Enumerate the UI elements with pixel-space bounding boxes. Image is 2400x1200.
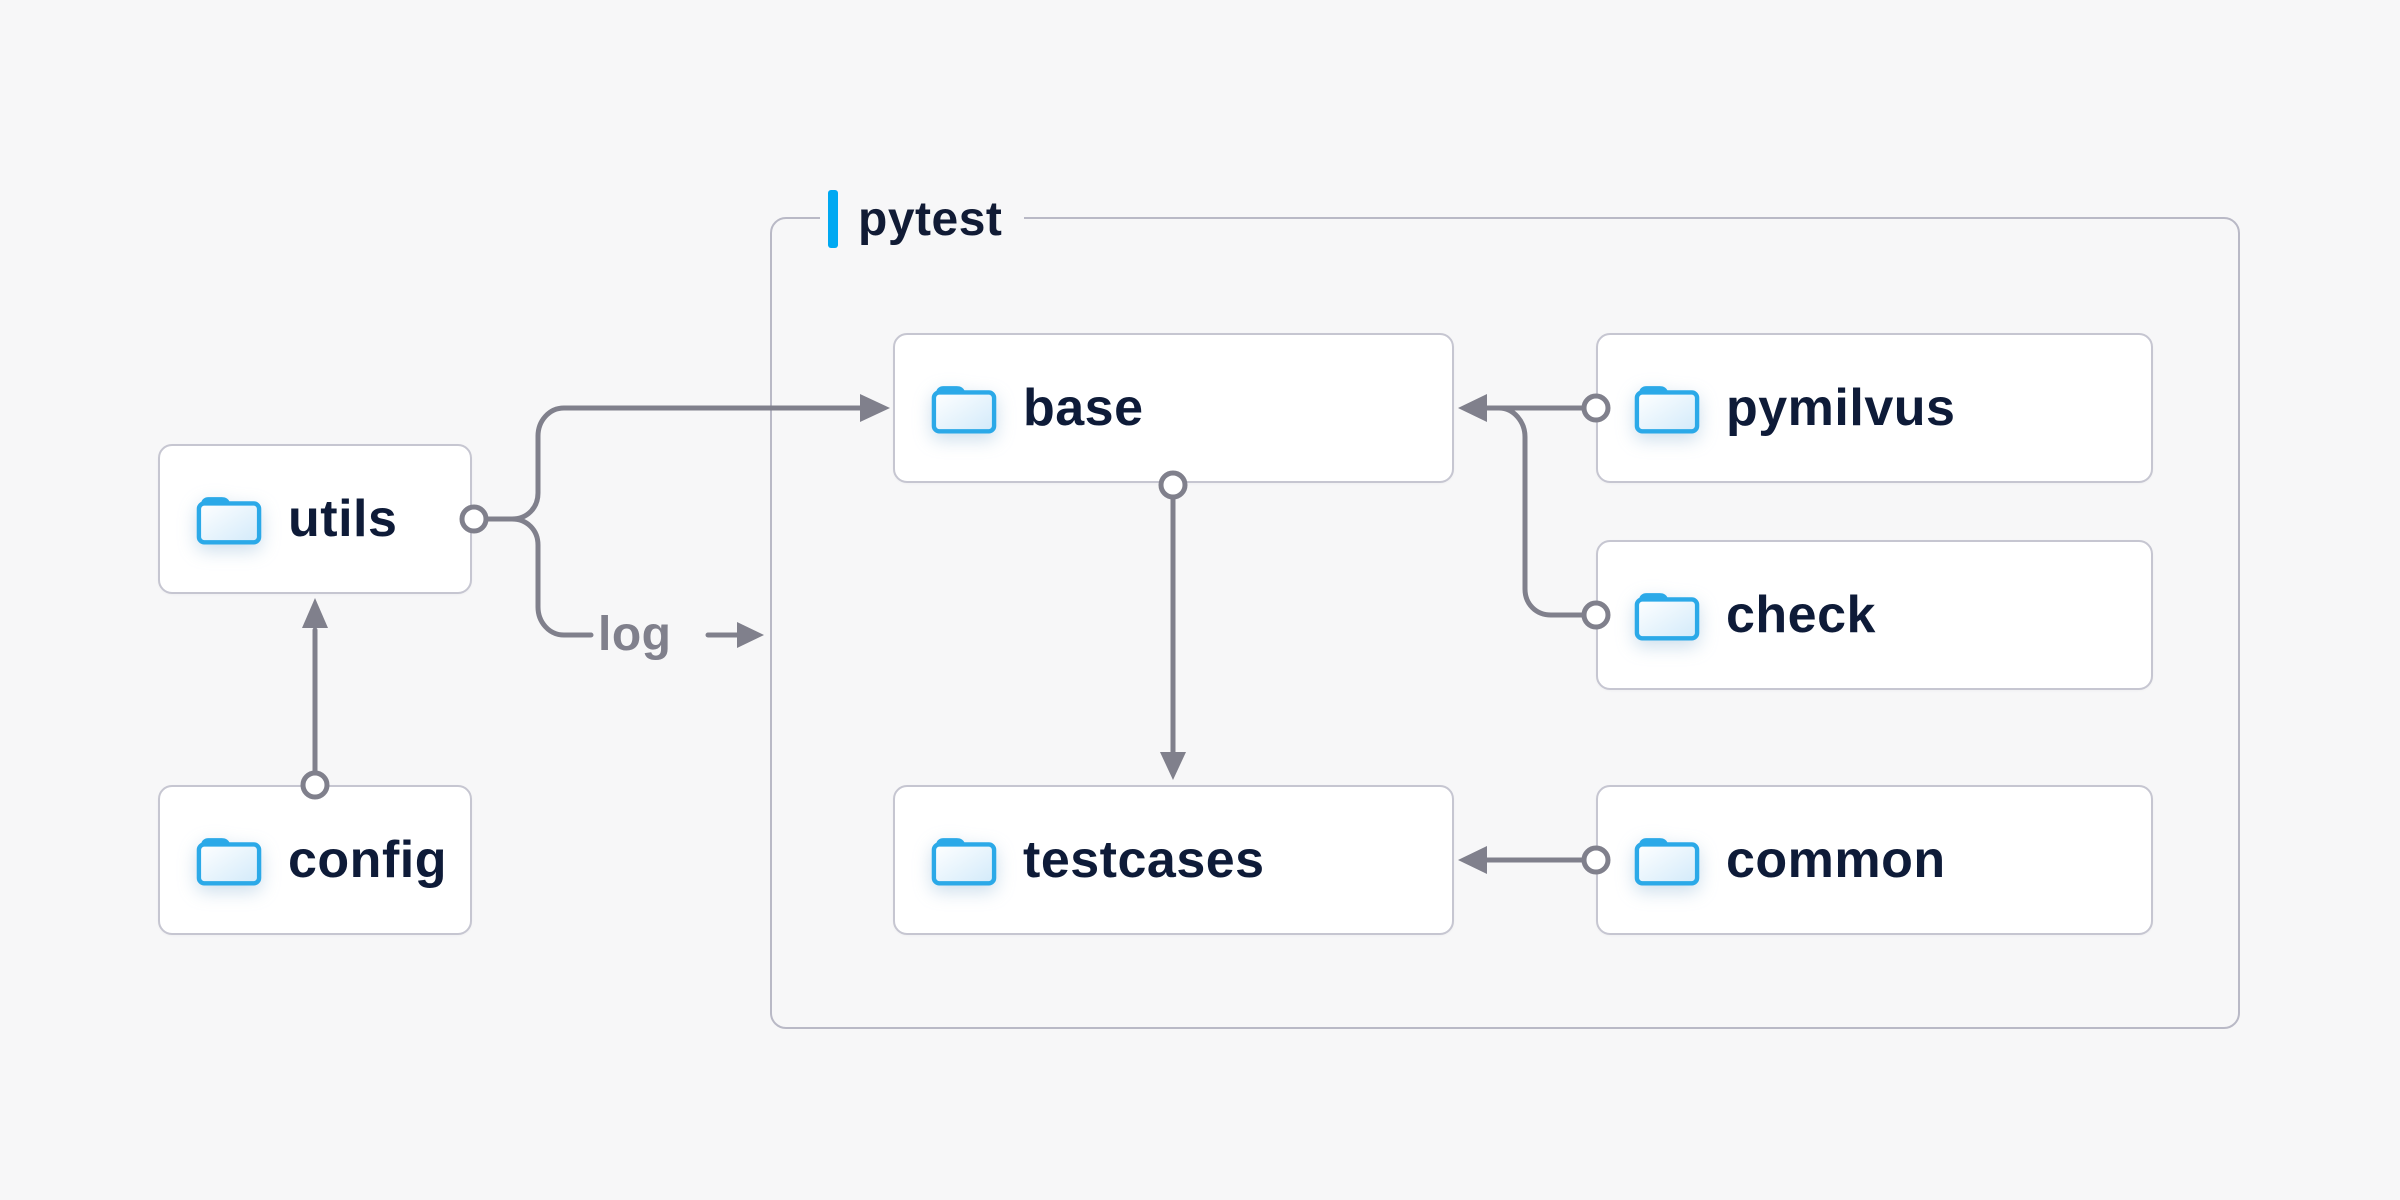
folder-icon [931, 838, 997, 886]
log-edge-label: log [598, 608, 672, 661]
edge-utils-log [484, 516, 594, 638]
folder-icon [1634, 593, 1700, 641]
accent-bar-icon [828, 190, 838, 248]
pytest-container: pytest [770, 184, 2240, 1029]
arrowhead-log [737, 622, 764, 648]
folder-icon [931, 386, 997, 434]
node-label: common [1726, 831, 1946, 889]
node-pymilvus: pymilvus [1596, 333, 2153, 483]
node-label: config [288, 831, 447, 889]
node-label: utils [288, 490, 398, 548]
node-base: base [893, 333, 1454, 483]
node-config: config [158, 785, 472, 935]
node-check: check [1596, 540, 2153, 690]
pytest-label-text: pytest [858, 192, 1003, 246]
node-common: common [1596, 785, 2153, 935]
folder-icon [1634, 386, 1700, 434]
folder-icon [196, 497, 262, 545]
node-testcases: testcases [893, 785, 1454, 935]
arrowhead-into-utils [302, 598, 328, 628]
node-utils: utils [158, 444, 472, 594]
node-label: testcases [1023, 831, 1265, 889]
pytest-container-label: pytest [820, 184, 1025, 254]
node-label: check [1726, 586, 1876, 644]
node-label: base [1023, 379, 1144, 437]
folder-icon [1634, 838, 1700, 886]
node-label: pymilvus [1726, 379, 1956, 437]
folder-icon [196, 838, 262, 886]
